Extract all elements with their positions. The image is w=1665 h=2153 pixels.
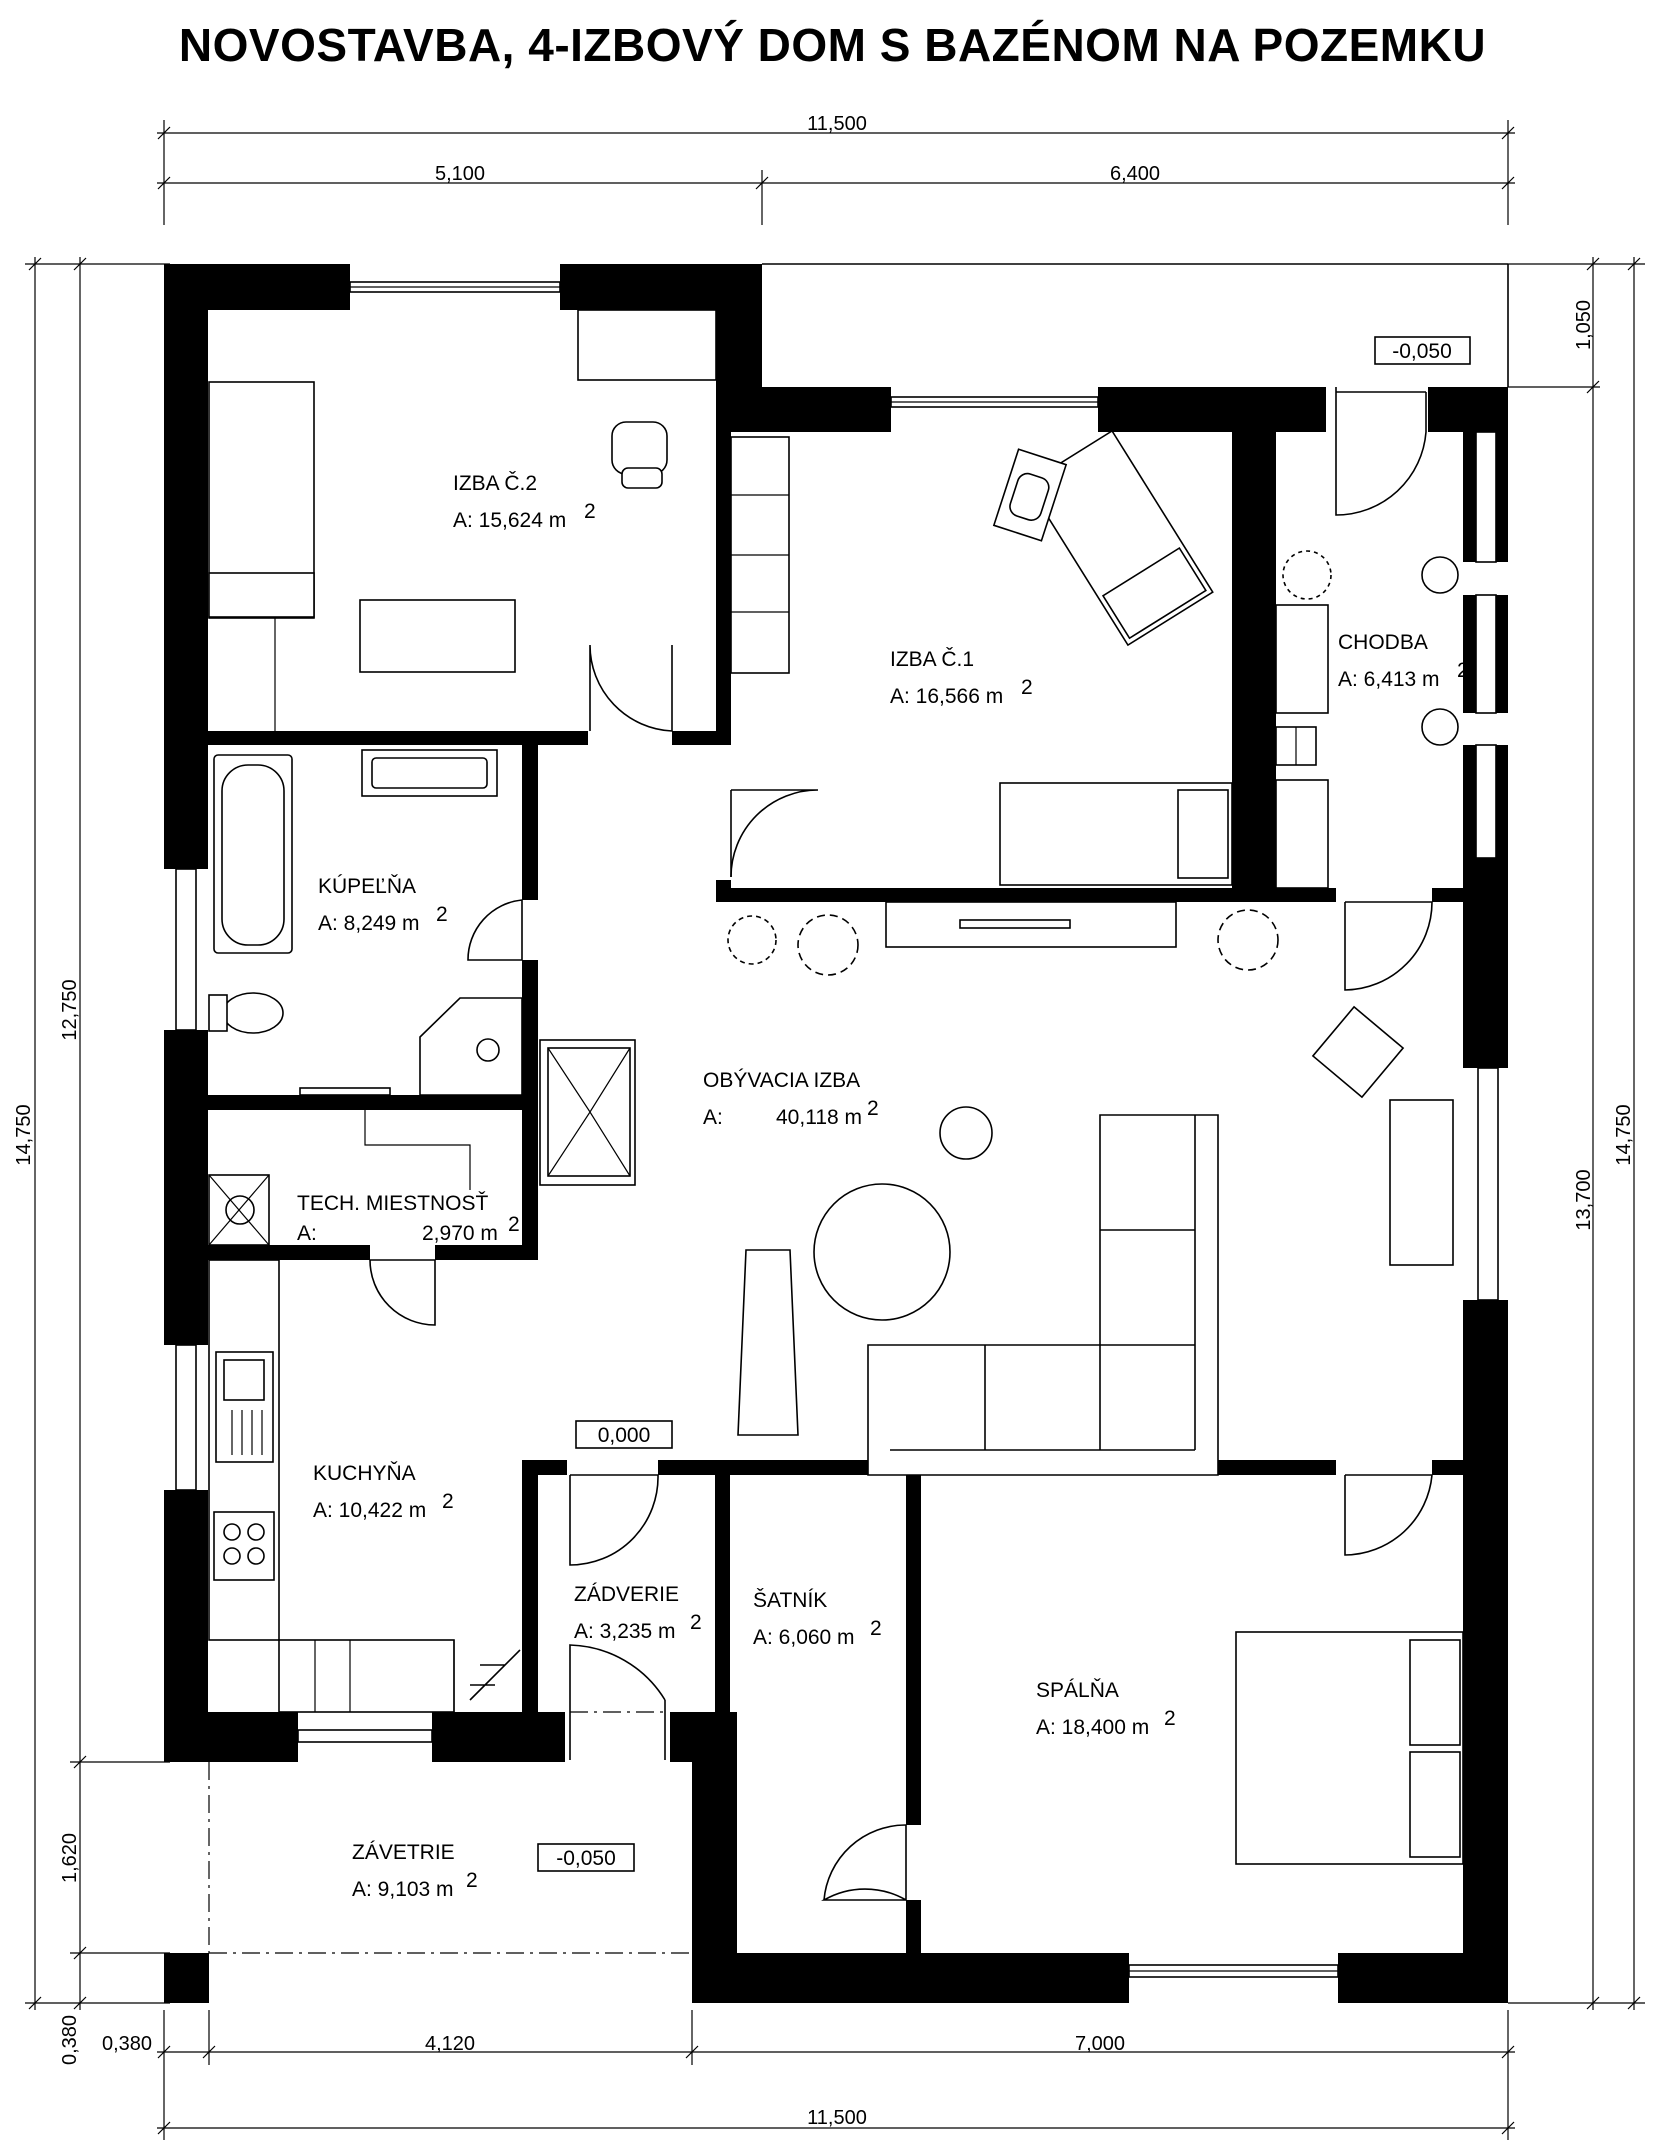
dim-right-total: 14,750 — [1613, 1104, 1635, 1165]
dim-left-main: 12,750 — [59, 979, 81, 1040]
room-area-label-tech: A: — [297, 1222, 317, 1245]
room-name-satnik: ŠATNÍK — [753, 1589, 827, 1612]
izba2-furniture — [208, 309, 717, 731]
area-unit-sup: 2 — [584, 500, 596, 523]
area-unit-sup: 2 — [508, 1213, 520, 1236]
plan-title: NOVOSTAVBA, 4-IZBOVÝ DOM S BAZÉNOM NA PO… — [178, 19, 1487, 71]
area-unit-sup: 2 — [466, 1869, 478, 1892]
sideboard — [1389, 1099, 1454, 1266]
dim-top-total: 11,500 — [807, 113, 867, 135]
room-name-spalna: SPÁLŇA — [1036, 1679, 1119, 1702]
spalna-furniture — [1235, 1631, 1464, 1865]
area-unit-sup: 2 — [1164, 1707, 1176, 1730]
cooktop — [213, 1511, 275, 1581]
level-entrance: -0,050 — [1392, 340, 1452, 363]
room-area-zadverie: A: 3,235 m — [574, 1620, 676, 1643]
dim-right-main: 13,700 — [1573, 1169, 1595, 1230]
room-name-obyvacia: OBÝVACIA IZBA — [703, 1069, 860, 1092]
area-unit-sup: 2 — [442, 1490, 454, 1513]
room-name-kuchyna: KUCHYŇA — [313, 1462, 416, 1485]
area-unit-sup: 2 — [1021, 676, 1033, 699]
living-furniture — [539, 901, 1454, 1476]
dim-bottom-start: 0,380 — [102, 2033, 152, 2055]
armchair — [1311, 1005, 1405, 1099]
ironing-board — [737, 1249, 799, 1436]
level-markers: -0,050 0,000 -0,050 — [537, 336, 1471, 1872]
interior-walls — [208, 394, 1463, 2000]
room-name-zavetrie: ZÁVETRIE — [352, 1841, 455, 1864]
dim-right-top: 1,050 — [1573, 300, 1595, 350]
wardrobe — [577, 309, 717, 381]
level-porch: -0,050 — [556, 1847, 616, 1870]
doors — [208, 387, 1433, 1954]
room-area-label-obyvacia: A: — [703, 1106, 723, 1129]
dim-left-porch: 1,620 — [59, 1833, 81, 1883]
cabinet — [1275, 604, 1329, 714]
room-area-kuchyna: A: 10,422 m — [313, 1499, 426, 1522]
shower — [419, 997, 523, 1096]
room-name-zadverie: ZÁDVERIE — [574, 1583, 679, 1606]
windows — [175, 281, 1499, 1978]
area-unit-sup: 2 — [1457, 659, 1469, 682]
tech-furniture — [208, 1110, 471, 1246]
level-floor: 0,000 — [598, 1424, 651, 1447]
dim-bottom-right: 7,000 — [1075, 2033, 1125, 2055]
room-name-kupelna: KÚPEĽŇA — [318, 875, 416, 898]
dim-top-left: 5,100 — [435, 163, 485, 185]
room-area-kupelna: A: 8,249 m — [318, 912, 420, 935]
toilet — [222, 992, 284, 1034]
stool — [939, 1106, 993, 1160]
area-unit-sup: 2 — [436, 903, 448, 926]
izba1-furniture — [730, 429, 1233, 886]
room-area-izba1: A: 16,566 m — [890, 685, 1003, 708]
room-area-spalna: A: 18,400 m — [1036, 1716, 1149, 1739]
dim-bottom-total: 11,500 — [807, 2107, 867, 2129]
area-unit-sup: 2 — [867, 1097, 879, 1120]
dim-left-total: 14,750 — [13, 1104, 35, 1165]
chodba-furniture — [1275, 550, 1459, 889]
chair — [611, 421, 668, 475]
dim-left-base: 0,380 — [59, 2015, 81, 2065]
room-name-tech: TECH. MIESTNOSŤ — [297, 1192, 489, 1215]
dim-top-right: 6,400 — [1110, 163, 1160, 185]
dimension-lines — [25, 120, 1645, 2140]
room-labels: IZBA Č.2 A: 15,624 m 2 IZBA Č.1 A: 16,56… — [297, 472, 1469, 1901]
room-area-izba2: A: 15,624 m — [453, 509, 566, 532]
dim-bottom-left: 4,120 — [425, 2033, 475, 2055]
room-area-satnik: A: 6,060 m — [753, 1626, 855, 1649]
room-name-izba2: IZBA Č.2 — [453, 472, 537, 495]
table — [813, 1183, 951, 1321]
kuchyna-furniture — [208, 1259, 455, 1713]
room-name-izba1: IZBA Č.1 — [890, 648, 974, 671]
area-unit-sup: 2 — [690, 1611, 702, 1634]
room-area-tech: 2,970 m — [422, 1222, 498, 1245]
area-unit-sup: 2 — [870, 1617, 882, 1640]
room-area-zavetrie: A: 9,103 m — [352, 1878, 454, 1901]
room-area-chodba: A: 6,413 m — [1338, 668, 1440, 691]
room-area-obyvacia: 40,118 m — [776, 1106, 862, 1129]
kupelna-furniture — [208, 749, 523, 1096]
room-name-chodba: CHODBA — [1338, 631, 1428, 654]
desk — [359, 599, 516, 673]
